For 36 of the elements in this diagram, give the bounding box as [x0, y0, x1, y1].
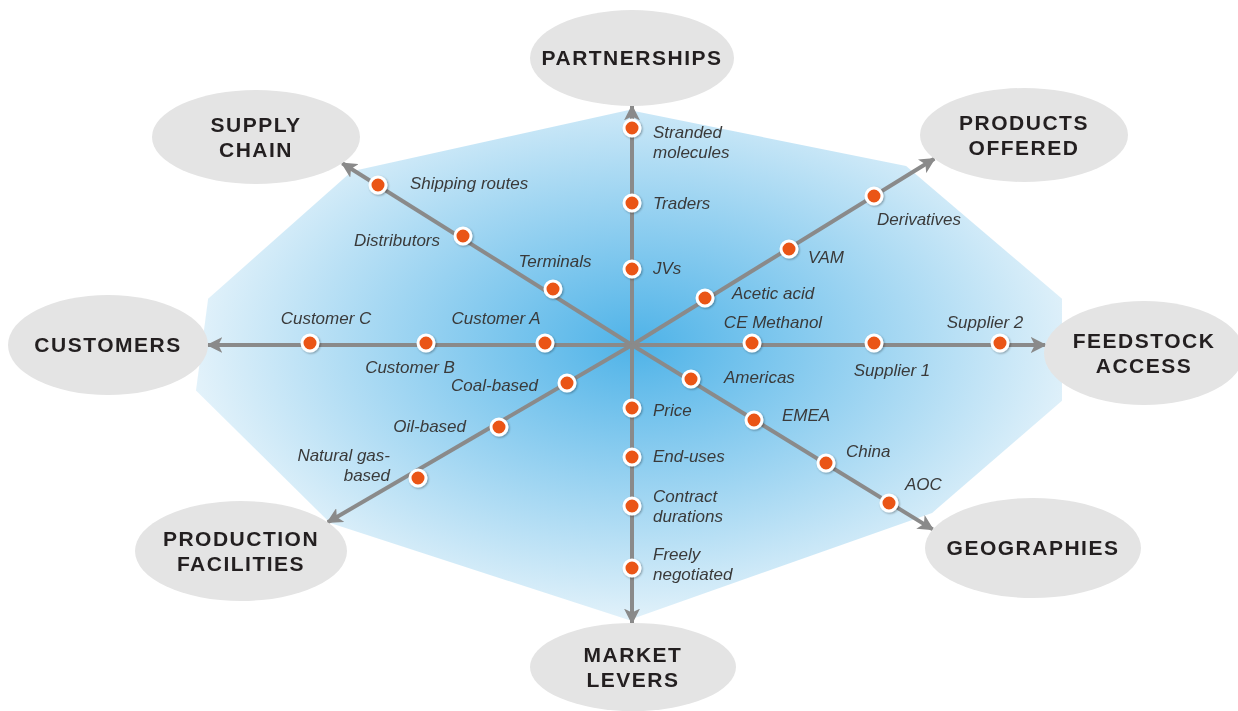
category-label: SUPPLY CHAIN	[209, 111, 303, 163]
arrow	[624, 345, 640, 625]
point-label: Stranded molecules	[653, 123, 731, 164]
category-label: PRODUCTS OFFERED	[958, 109, 1090, 161]
point-label: JVs	[653, 259, 682, 280]
point-label: Derivatives	[877, 210, 962, 231]
point-label: Shipping routes	[410, 174, 529, 195]
point-label: CE Methanol	[723, 313, 823, 334]
point-label: Americas	[724, 368, 795, 389]
point-label: Customer A	[451, 309, 541, 330]
point-label: AOC	[905, 475, 942, 496]
point-label: Coal-based	[451, 376, 538, 397]
point-label: Oil-based	[393, 417, 466, 438]
category-label: FEEDSTOCK ACCESS	[1071, 327, 1217, 379]
point-label: Traders	[653, 194, 711, 215]
point-label: Customer C	[280, 309, 372, 330]
point-label: VAM	[808, 248, 844, 269]
arrow	[624, 104, 640, 345]
point-label: Customer B	[365, 358, 455, 379]
point-label: Supplier 2	[946, 313, 1024, 334]
category-label: CUSTOMERS	[34, 332, 182, 358]
point-label: China	[846, 442, 891, 463]
point-label: Acetic acid	[732, 284, 815, 305]
point-label: Distributors	[354, 231, 440, 252]
point-label: Terminals	[518, 252, 592, 273]
category-label: PARTNERSHIPS	[541, 45, 723, 71]
point-label: Freely negotiated	[653, 545, 734, 586]
point-label: EMEA	[782, 406, 831, 427]
point-label: Price	[653, 401, 692, 422]
point-label: Contract durations	[653, 487, 724, 528]
category-label: MARKET LEVERS	[582, 641, 684, 693]
point-label: End-uses	[653, 447, 725, 468]
point-label: Supplier 1	[853, 361, 931, 382]
category-label: PRODUCTION FACILITIES	[161, 525, 321, 577]
category-label: GEOGRAPHIES	[946, 535, 1120, 561]
point-label: Natural gas-based	[296, 446, 390, 487]
